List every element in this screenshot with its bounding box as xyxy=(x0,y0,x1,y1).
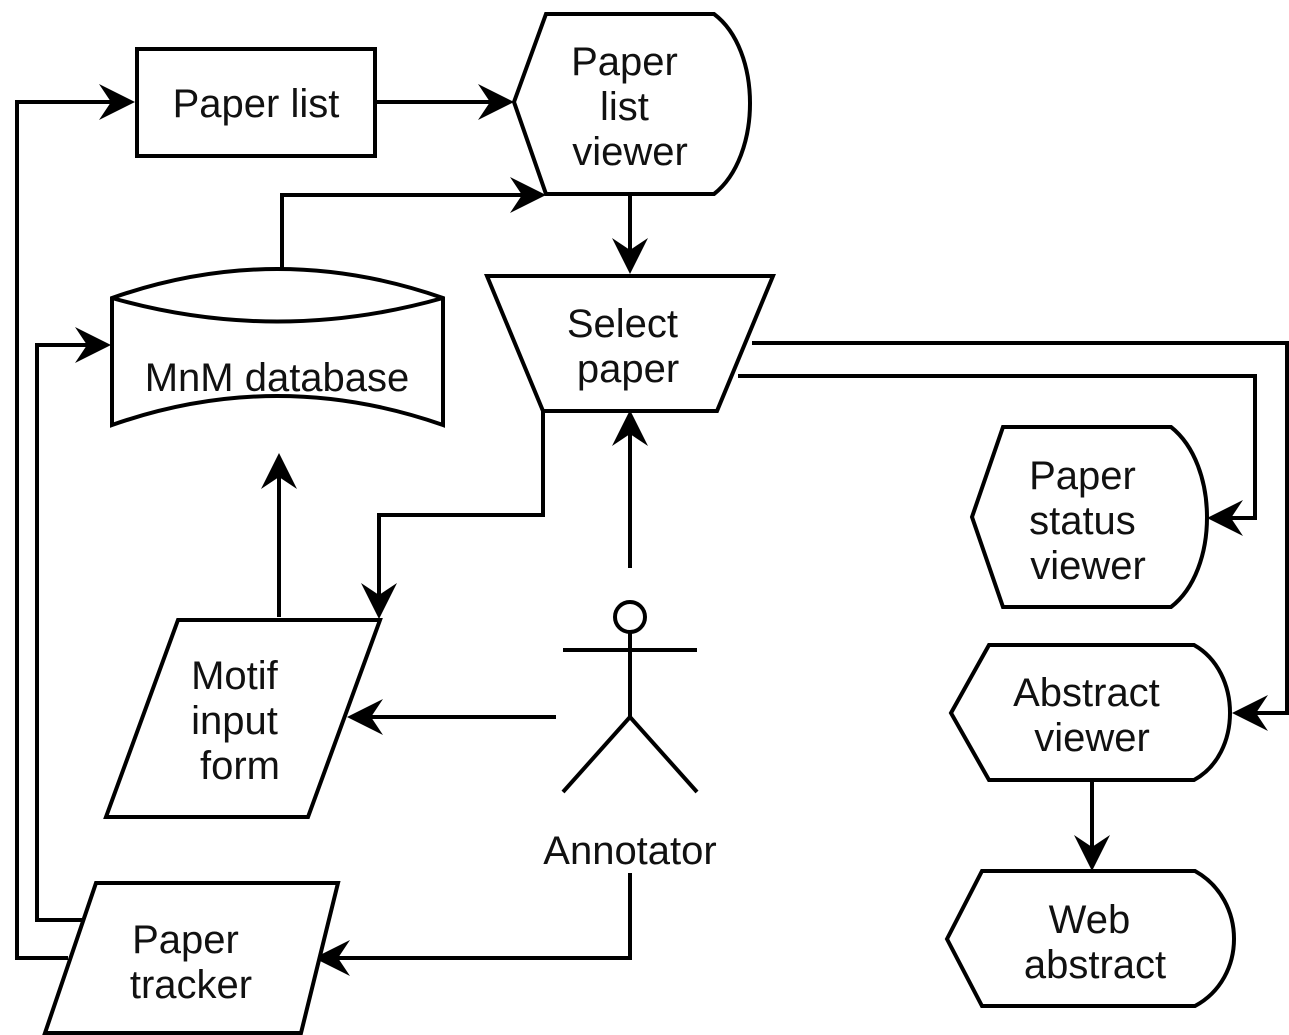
display-shape xyxy=(969,425,1209,609)
display-shape xyxy=(944,869,1236,1008)
node-label-line: Paper xyxy=(571,40,678,84)
edge-annotator-to-motif-form xyxy=(347,699,556,735)
node-label-line: input xyxy=(191,699,278,743)
node-label-line: MnM database xyxy=(145,356,410,400)
node-label-line: Abstract xyxy=(1013,671,1160,715)
node-annotator: Annotator xyxy=(543,600,717,873)
node-label-line: paper xyxy=(577,347,679,391)
node-paper-list: Paper list xyxy=(135,47,377,158)
node-label: Motif input form xyxy=(191,654,289,788)
node-mnm-database: MnM database xyxy=(110,267,445,428)
node-label: Paper list viewer xyxy=(571,40,689,174)
parallelogram-shape xyxy=(42,881,341,1035)
node-motif-input-form: Motif input form xyxy=(103,618,383,819)
node-label-line: status xyxy=(1029,499,1136,543)
process-shape xyxy=(135,47,377,158)
node-label-line: viewer xyxy=(572,130,688,174)
node-paper-status-viewer: Paper status viewer xyxy=(969,425,1209,609)
actor-right-leg xyxy=(628,715,699,794)
actor-head xyxy=(613,600,647,634)
node-label-line: Select xyxy=(567,302,678,346)
node-label-line: viewer xyxy=(1034,716,1150,760)
edge-paper-list-to-viewer xyxy=(375,84,514,120)
node-label-line: Annotator xyxy=(543,829,716,873)
display-shape xyxy=(948,643,1232,782)
node-label: Paper tracker xyxy=(130,918,252,1007)
database-top-curve xyxy=(111,296,444,324)
node-paper-tracker: Paper tracker xyxy=(42,881,341,1035)
node-label-line: Web xyxy=(1049,898,1131,942)
edge-select-paper-to-abstract-viewer xyxy=(752,341,1289,731)
node-label: Annotator xyxy=(543,829,716,873)
edge-annotator-to-select-paper xyxy=(612,410,648,568)
node-label: Web abstract xyxy=(1024,898,1166,987)
edge-paper-tracker-to-database xyxy=(35,327,111,922)
node-abstract-viewer: Abstract viewer xyxy=(948,643,1232,782)
node-label-line: form xyxy=(200,744,280,788)
node-label-line: Motif xyxy=(191,654,279,698)
node-select-paper: Select paper xyxy=(484,274,776,413)
trapezoid-shape xyxy=(484,274,776,413)
actor-left-leg xyxy=(561,715,632,794)
node-label: Paper list xyxy=(173,82,340,126)
node-label: Select paper xyxy=(567,302,689,391)
edge-database-to-viewer xyxy=(280,177,546,268)
node-label-line: abstract xyxy=(1024,943,1166,987)
edge-select-paper-to-status-viewer xyxy=(738,374,1257,536)
edge-annotator-to-paper-tracker xyxy=(314,873,632,976)
node-label-line: list xyxy=(600,85,649,129)
edge-motif-form-to-database xyxy=(261,453,297,617)
node-label-line: tracker xyxy=(130,963,252,1007)
database-shape xyxy=(110,267,445,428)
edge-paper-tracker-to-paper-list xyxy=(15,84,135,960)
edge-viewer-to-select-paper xyxy=(612,195,648,274)
node-label: MnM database xyxy=(145,356,410,400)
edge-abstract-viewer-to-web-abstract xyxy=(1074,780,1110,871)
edges xyxy=(15,84,1289,976)
node-label: Abstract viewer xyxy=(1013,671,1171,760)
node-label-line: Paper list xyxy=(173,82,340,126)
node-label-line: Paper xyxy=(1029,454,1136,498)
node-web-abstract: Web abstract xyxy=(944,869,1236,1008)
edge-select-paper-to-motif-form xyxy=(361,411,545,619)
parallelogram-shape xyxy=(103,618,383,819)
node-label: Paper status viewer xyxy=(1029,454,1147,588)
node-label-line: Paper xyxy=(132,918,239,962)
display-shape xyxy=(511,12,752,196)
node-label-line: viewer xyxy=(1030,544,1146,588)
node-paper-list-viewer: Paper list viewer xyxy=(511,12,752,196)
